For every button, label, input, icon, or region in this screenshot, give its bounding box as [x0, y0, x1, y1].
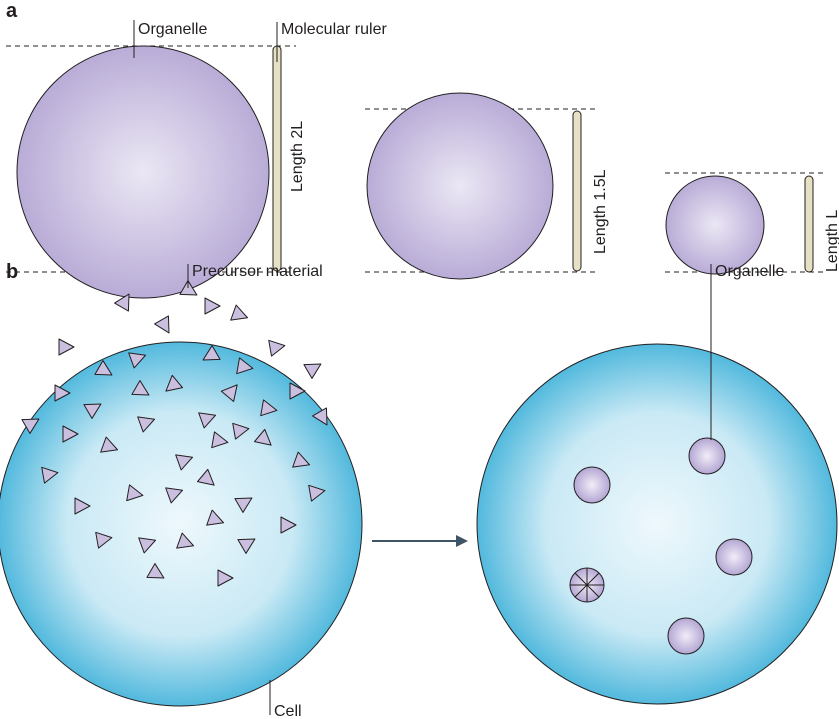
organelle-small	[665, 175, 765, 275]
organelle-large	[16, 45, 270, 299]
length-label-2L: Length 2L	[289, 121, 306, 192]
cell-label: Cell	[274, 703, 302, 719]
precursor-fragment	[237, 538, 256, 554]
precursor-label: Precursor material	[192, 263, 323, 280]
precursor-fragment	[128, 352, 147, 369]
precursor-fragment	[308, 484, 326, 502]
process-arrow-head	[456, 535, 468, 547]
precursor-fragment	[175, 454, 194, 471]
precursor-fragment	[21, 418, 40, 434]
precursor-fragment	[206, 509, 225, 526]
precursor-fragment	[62, 425, 79, 443]
precursor-fragment	[268, 339, 286, 357]
precursor-fragment	[234, 497, 253, 513]
panel-a-letter: a	[6, 0, 18, 22]
precursor-fragment	[58, 338, 75, 356]
precursor-fragment	[220, 384, 238, 403]
precursor-fragment	[202, 345, 221, 361]
precursor-fragment	[236, 357, 254, 375]
precursor-fragment	[100, 436, 119, 453]
organelle-medium	[366, 92, 554, 280]
assembled-organelles-group	[569, 437, 753, 655]
precursor-fragment	[312, 407, 328, 426]
precursor-fragment	[230, 304, 249, 321]
precursor-fragment	[74, 497, 91, 515]
precursor-fragment	[211, 431, 229, 449]
precursor-fragment	[138, 537, 157, 554]
assembled-organelle	[667, 617, 705, 655]
precursor-fragment	[94, 360, 113, 376]
molecular-ruler-2L	[272, 45, 282, 272]
panel-a: a Organelle Molecular ruler Length 2L Le…	[6, 0, 839, 299]
precursor-fragment	[198, 412, 217, 429]
precursor-fragment	[41, 466, 59, 484]
organelle-label-b: Organelle	[715, 263, 784, 280]
assembled-organelle	[688, 437, 726, 475]
organelle-label-a: Organelle	[138, 21, 207, 38]
precursor-fragment	[204, 297, 221, 315]
length-label-L: Length L	[824, 210, 839, 272]
precursor-fragment	[54, 384, 71, 402]
precursor-fragment	[292, 451, 311, 468]
precursor-fragment	[280, 516, 297, 534]
precursor-fragment	[232, 422, 250, 440]
precursor-fragment	[260, 399, 278, 417]
cell-left	[0, 341, 363, 707]
assembling-organelle-spoke	[574, 572, 600, 598]
assembled-organelle	[573, 466, 611, 504]
cell-right	[476, 343, 838, 705]
precursor-fragment	[253, 428, 272, 446]
precursor-fragment	[95, 531, 113, 549]
precursor-fragment	[165, 374, 184, 392]
molecular-ruler-L	[804, 175, 814, 273]
precursor-fragment	[83, 403, 102, 419]
precursor-fragment	[154, 315, 170, 334]
molecular-ruler-label: Molecular ruler	[281, 21, 387, 38]
precursor-fragment	[146, 563, 165, 579]
precursor-fragment	[303, 363, 322, 379]
precursor-fragment	[165, 487, 184, 504]
assembled-organelle	[715, 538, 753, 576]
molecular-ruler-1-5L	[572, 110, 582, 272]
precursor-fragment	[131, 380, 150, 396]
panel-b-letter: b	[6, 261, 18, 283]
precursor-fragment	[137, 416, 156, 433]
precursor-material-group	[21, 280, 328, 587]
precursor-fragment	[176, 532, 195, 549]
precursor-fragment	[114, 293, 130, 312]
precursor-fragment	[196, 468, 215, 486]
precursor-fragment	[289, 382, 306, 400]
precursor-fragment	[217, 569, 234, 587]
length-label-1-5L: Length 1.5L	[592, 169, 609, 254]
panel-b: b Precursor material Cell Organelle	[0, 261, 838, 719]
precursor-fragment	[126, 484, 144, 502]
